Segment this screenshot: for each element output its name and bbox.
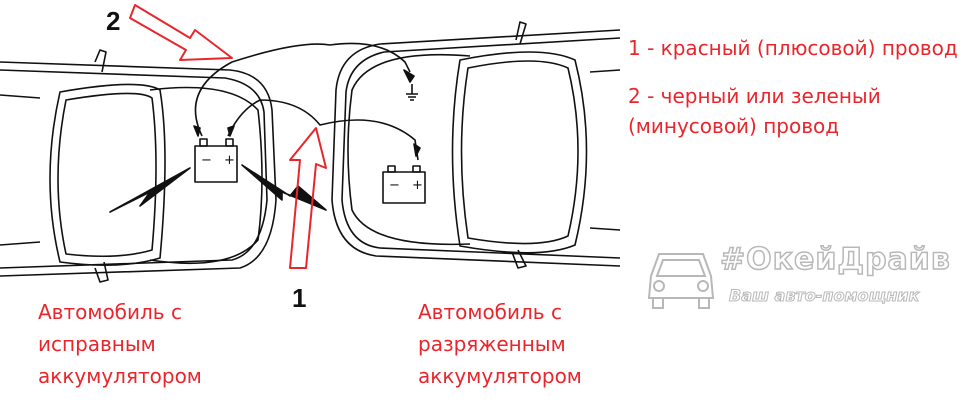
right-battery [382,165,426,204]
car-logo-icon [647,253,715,309]
left-car-label: Автомобиль с исправным аккумулятором [38,296,202,392]
label-line: исправным [38,332,156,356]
label-line: разряженным [418,332,566,356]
right-battery-plus: + [412,178,423,193]
spark-icon-left [109,167,191,213]
arrow-2 [129,4,233,61]
left-battery-minus: − [201,153,212,168]
legend-item-1: 1 - красный (плюсовой) провод [628,36,958,60]
label-line: аккумулятором [418,364,582,388]
ground-icon [406,84,418,101]
positive-cable [227,99,419,161]
right-car [331,21,621,269]
marker-1: 1 [292,283,307,313]
cables [193,42,421,161]
label-line: Автомобиль с [418,300,562,324]
label-line: Автомобиль с [38,300,182,324]
right-car-label: Автомобиль с разряженным аккумулятором [418,296,582,392]
left-battery-plus: + [224,153,235,168]
arrow-1 [289,127,327,269]
spark-icon-right [241,164,327,211]
legend-item-2-line1: 2 - черный или зеленый [628,84,881,108]
right-battery-minus: − [389,178,400,193]
legend-item-2-line2: (минусовой) провод [628,114,840,138]
marker-2: 2 [106,6,121,36]
watermark-title: #ОкейДрайв [719,241,951,278]
negative-cable [194,42,411,137]
left-battery [194,138,238,183]
watermark-subtitle: Ваш авто-помощник [728,286,920,306]
label-line: аккумулятором [38,364,202,388]
watermark-logo: #ОкейДрайв Ваш авто-помощник [645,241,951,316]
